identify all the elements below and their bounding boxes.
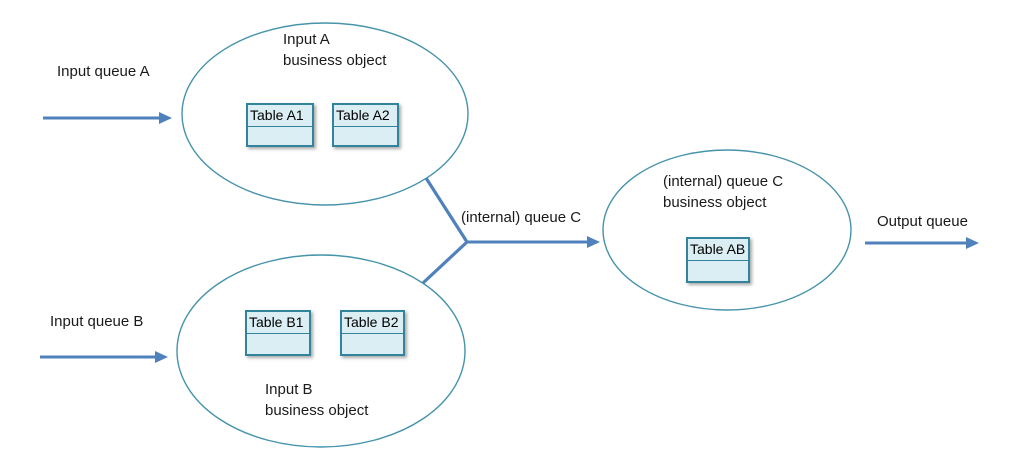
queue-c-title-line1: (internal) queue C <box>663 173 784 190</box>
input-queue-a-label: Input queue A <box>57 63 150 80</box>
table-b2-label: Table B2 <box>342 312 403 334</box>
input-queue-b-label: Input queue B <box>50 313 144 330</box>
input-b-title-line2: business object <box>265 402 369 419</box>
merge-connector-from-a <box>424 177 469 243</box>
input-queue-a-arrowhead-icon <box>159 112 172 124</box>
input-b-ellipse <box>176 254 466 448</box>
table-a2-box: Table A2 <box>332 103 399 147</box>
internal-queue-c-label: (internal) queue C <box>461 209 582 226</box>
output-queue-label: Output queue <box>877 213 968 230</box>
input-queue-b-arrowhead-icon <box>155 351 168 363</box>
table-ab-label: Table AB <box>688 239 748 261</box>
merge-connector-from-b <box>421 240 469 285</box>
table-b2-box: Table B2 <box>340 310 405 356</box>
input-a-title-line1: Input A <box>283 31 330 48</box>
table-b1-label: Table B1 <box>247 312 309 334</box>
table-b1-box: Table B1 <box>245 310 311 356</box>
output-queue-arrowhead-icon <box>966 237 979 249</box>
table-a1-label: Table A1 <box>248 105 312 127</box>
queue-c-title: (internal) queue C business object <box>663 171 783 213</box>
input-b-title: Input B business object <box>265 379 368 421</box>
input-a-title-line2: business object <box>283 52 387 69</box>
input-b-title-line1: Input B <box>265 381 313 398</box>
internal-queue-c-arrowhead-icon <box>587 236 600 248</box>
input-a-ellipse <box>181 22 469 206</box>
input-a-title: Input A business object <box>283 29 386 71</box>
table-ab-box: Table AB <box>686 237 750 283</box>
table-a1-box: Table A1 <box>246 103 314 147</box>
queue-c-title-line2: business object <box>663 194 767 211</box>
table-a2-label: Table A2 <box>334 105 397 127</box>
queue-c-ellipse <box>602 149 852 311</box>
